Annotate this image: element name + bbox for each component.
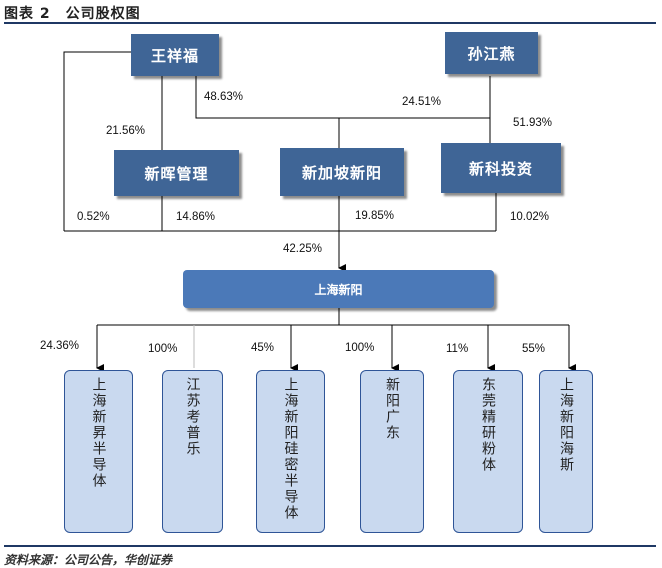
pct-singapore-direct: 19.85% xyxy=(355,210,395,222)
shareholder-singapore: 新加坡新阳 xyxy=(280,148,404,196)
pct-sub-1: 100% xyxy=(148,343,178,355)
subsidiary-box-0: 上海新昇半导体 xyxy=(64,370,133,533)
subsidiary-name: 上海新阳硅密半导体 xyxy=(282,377,299,521)
shareholder-wang: 王祥福 xyxy=(131,34,219,76)
title-rule xyxy=(4,22,656,24)
subsidiary-name: 上海新阳海斯 xyxy=(558,377,574,473)
pct-sub-5: 55% xyxy=(522,343,546,355)
shareholder-xinhui: 新晖管理 xyxy=(114,150,239,196)
pct-sun-xinke: 51.93% xyxy=(513,117,553,129)
subsidiary-box-5: 上海新阳海斯 xyxy=(539,370,593,533)
pct-wang-singapore: 48.63% xyxy=(204,91,244,103)
source-note: 资料来源：公司公告，华创证券 xyxy=(4,553,173,567)
subsidiary-name: 东莞精研粉体 xyxy=(480,377,496,473)
shareholder-xinke: 新科投资 xyxy=(441,143,561,193)
figure-title: 图表 2 公司股权图 xyxy=(4,6,141,22)
subsidiary-box-3: 新阳广东 xyxy=(360,370,424,533)
pct-sub-0: 24.36% xyxy=(40,340,80,352)
pct-xinhui-direct: 14.86% xyxy=(176,211,216,223)
subsidiary-box-2: 上海新阳硅密半导体 xyxy=(256,370,325,533)
subsidiary-name: 江苏考普乐 xyxy=(184,377,201,457)
company-box: 上海新阳 xyxy=(183,270,494,308)
shareholder-sun: 孙江燕 xyxy=(445,32,538,74)
pct-xinke-direct: 10.02% xyxy=(510,211,550,223)
pct-total: 42.25% xyxy=(283,243,323,255)
pct-wang-xinhui: 21.56% xyxy=(106,125,146,137)
pct-sub-2: 45% xyxy=(251,342,275,354)
subsidiary-box-4: 东莞精研粉体 xyxy=(453,370,523,533)
pct-sun-singapore: 24.51% xyxy=(402,96,442,108)
footer-rule xyxy=(4,545,656,547)
subsidiary-name: 上海新昇半导体 xyxy=(90,377,107,489)
pct-sub-3: 100% xyxy=(345,342,375,354)
pct-wang-direct: 0.52% xyxy=(77,211,110,223)
subsidiary-box-1: 江苏考普乐 xyxy=(162,370,223,533)
subsidiary-name: 新阳广东 xyxy=(384,377,400,441)
pct-sub-4: 11% xyxy=(446,343,469,355)
